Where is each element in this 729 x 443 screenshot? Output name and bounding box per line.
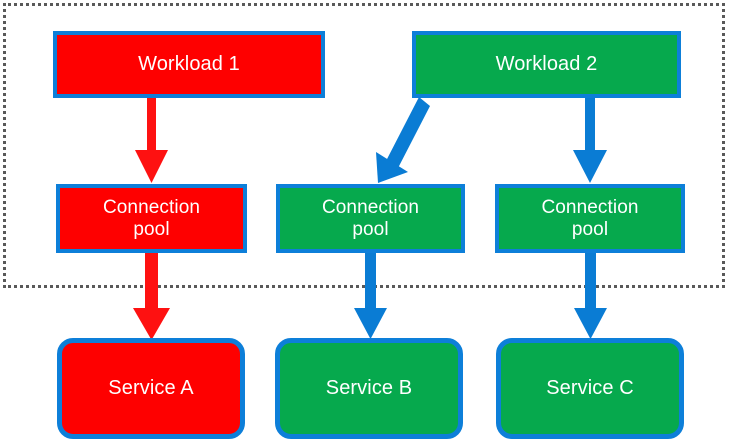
node-service-c[interactable]: Service C: [496, 338, 684, 439]
node-connection-pool-a[interactable]: Connection pool: [56, 184, 247, 253]
node-workload-2[interactable]: Workload 2: [412, 31, 681, 98]
node-service-a[interactable]: Service A: [57, 338, 245, 439]
application-boundary: [3, 3, 725, 288]
node-label: Service C: [546, 377, 634, 400]
node-service-b[interactable]: Service B: [275, 338, 463, 439]
node-connection-pool-b[interactable]: Connection pool: [276, 184, 465, 253]
node-label: Connection pool: [102, 197, 201, 240]
node-label: Service A: [108, 377, 194, 400]
node-label: Connection pool: [541, 197, 639, 240]
node-connection-pool-c[interactable]: Connection pool: [495, 184, 685, 253]
node-label: Service B: [325, 377, 413, 400]
node-label: Workload 1: [138, 53, 240, 76]
node-label: Workload 2: [495, 53, 598, 76]
node-label: Connection pool: [321, 197, 420, 240]
node-workload-1[interactable]: Workload 1: [53, 31, 325, 98]
